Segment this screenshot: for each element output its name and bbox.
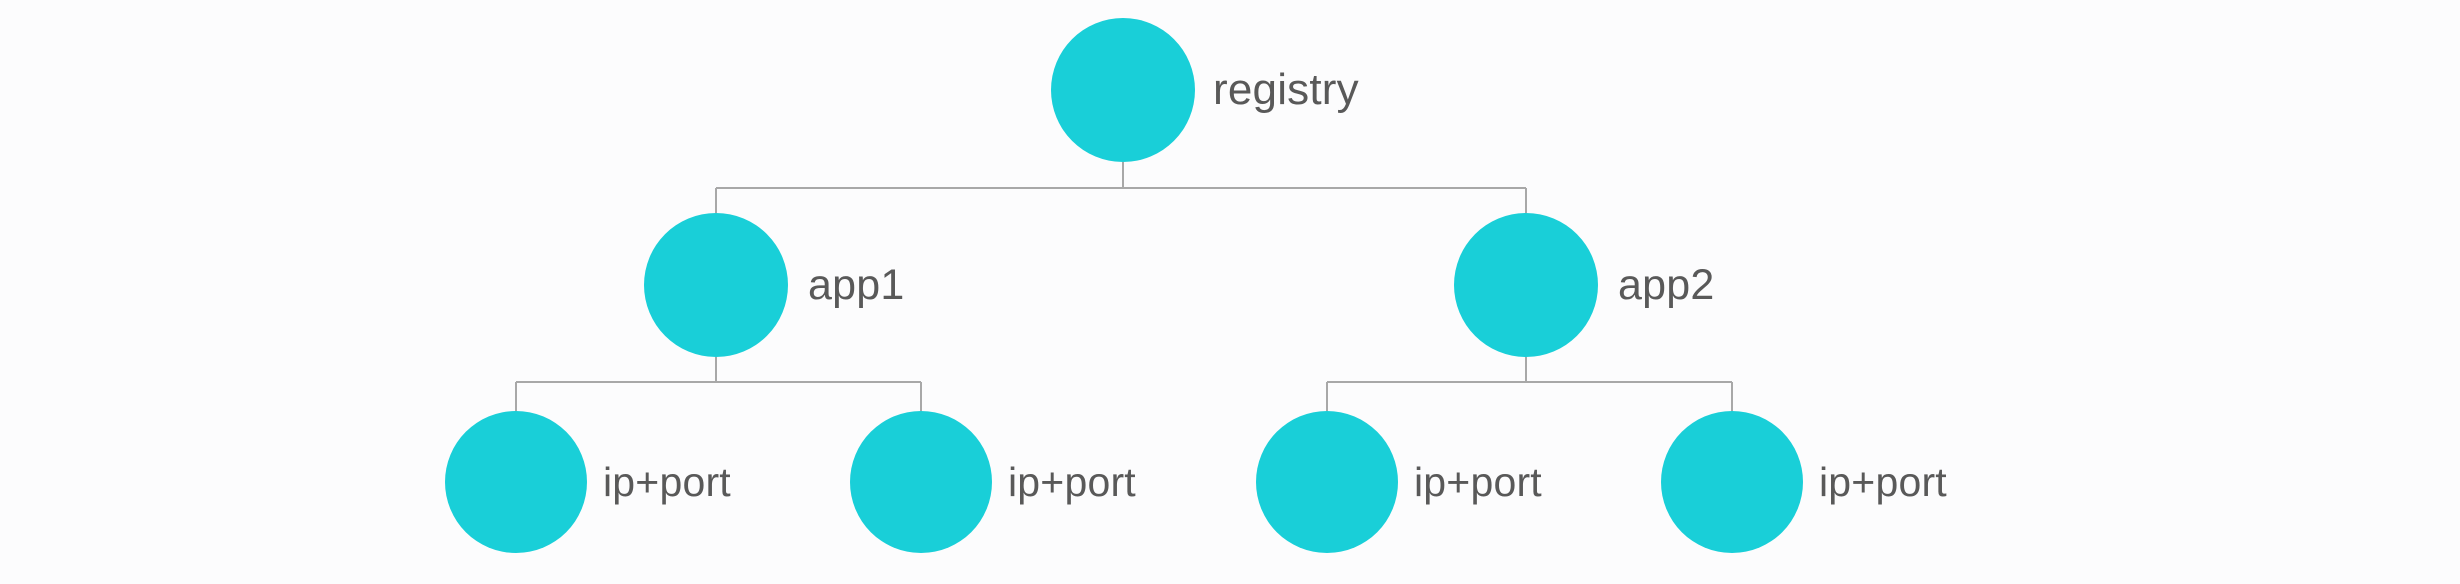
edge-group-registry-to-apps [715, 162, 1527, 213]
tree-node-app2-endpoint-2[interactable]: ip+port [1661, 411, 1947, 553]
app2-endpoint-1-node-circle[interactable] [1256, 411, 1398, 553]
edge-group-app1-to-endpoints [515, 357, 922, 411]
app1-node-label: app1 [808, 260, 905, 309]
app1-endpoint-1-node-circle[interactable] [445, 411, 587, 553]
app1-endpoint-1-node-label: ip+port [603, 458, 731, 505]
tree-node-app1-endpoint-2[interactable]: ip+port [850, 411, 1136, 553]
tree-node-app2-endpoint-1[interactable]: ip+port [1256, 411, 1542, 553]
tree-node-app1-endpoint-1[interactable]: ip+port [445, 411, 731, 553]
app1-node-circle[interactable] [644, 213, 788, 357]
tree-node-app2[interactable]: app2 [1454, 213, 1714, 357]
app2-node-circle[interactable] [1454, 213, 1598, 357]
app1-endpoint-2-node-label: ip+port [1008, 458, 1136, 505]
registry-node-label: registry [1213, 65, 1359, 114]
tree-node-registry[interactable]: registry [1051, 18, 1359, 162]
edge-group-app2-to-endpoints [1326, 357, 1733, 411]
app2-endpoint-1-node-label: ip+port [1414, 458, 1542, 505]
registry-node-circle[interactable] [1051, 18, 1195, 162]
app1-endpoint-2-node-circle[interactable] [850, 411, 992, 553]
app2-endpoint-2-node-label: ip+port [1819, 458, 1947, 505]
app2-endpoint-2-node-circle[interactable] [1661, 411, 1803, 553]
tree-node-app1[interactable]: app1 [644, 213, 904, 357]
app2-node-label: app2 [1618, 260, 1715, 309]
